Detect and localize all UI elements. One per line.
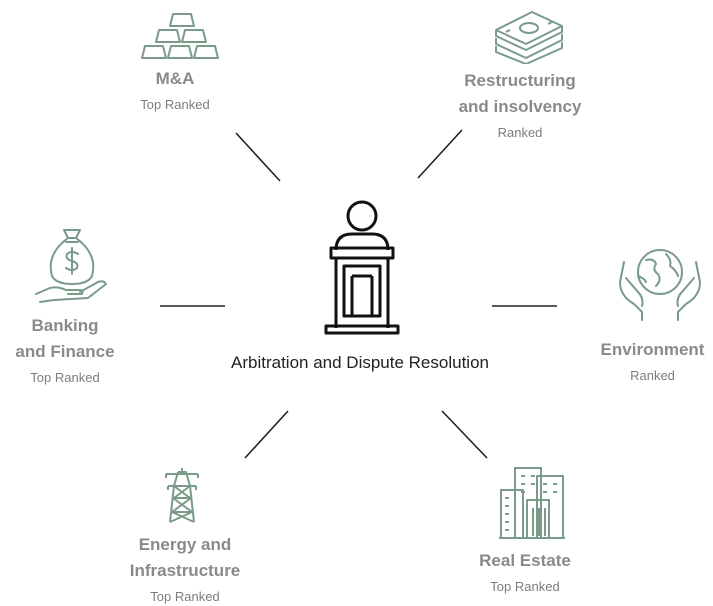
rank-banking: Top Ranked	[30, 370, 100, 385]
connector-energy	[244, 410, 289, 459]
title-restructuring-1: Restructuring	[464, 71, 576, 90]
rank-ma: Top Ranked	[140, 97, 210, 112]
title-restructuring-2: and insolvency	[458, 97, 582, 116]
title-banking-1: Banking	[31, 316, 99, 335]
node-realestate: Real Estate Top Ranked	[455, 548, 595, 596]
connector-realestate	[441, 410, 488, 459]
title-energy-2: Infrastructure	[129, 561, 241, 580]
center-label: Arbitration and Dispute Resolution	[231, 353, 489, 372]
podium-speaker-icon	[324, 200, 400, 335]
money-bag-hand-icon	[35, 229, 107, 303]
title-energy-1: Energy and	[138, 535, 232, 554]
rank-restructuring: Ranked	[497, 125, 543, 140]
power-pylon-icon	[165, 468, 199, 523]
title-environment: Environment	[600, 340, 705, 359]
globe-hands-icon	[619, 249, 701, 321]
rank-realestate: Top Ranked	[490, 579, 560, 594]
buildings-icon	[499, 467, 565, 539]
rank-environment: Ranked	[630, 368, 675, 383]
rank-energy: Top Ranked	[150, 589, 220, 604]
node-restructuring: Restructuring and insolvency Ranked	[435, 68, 605, 142]
node-ma: M&A Top Ranked	[105, 66, 245, 114]
node-environment: Environment Ranked	[590, 337, 713, 385]
title-ma: M&A	[155, 69, 195, 88]
node-energy: Energy and Infrastructure Top Ranked	[105, 532, 265, 606]
title-realestate: Real Estate	[479, 551, 571, 570]
node-banking: Banking and Finance Top Ranked	[0, 313, 130, 387]
money-stack-icon	[495, 11, 563, 64]
connector-restructuring	[417, 129, 463, 179]
connector-ma	[235, 132, 281, 182]
gold-bars-icon	[141, 13, 219, 59]
title-banking-2: and Finance	[15, 342, 115, 361]
